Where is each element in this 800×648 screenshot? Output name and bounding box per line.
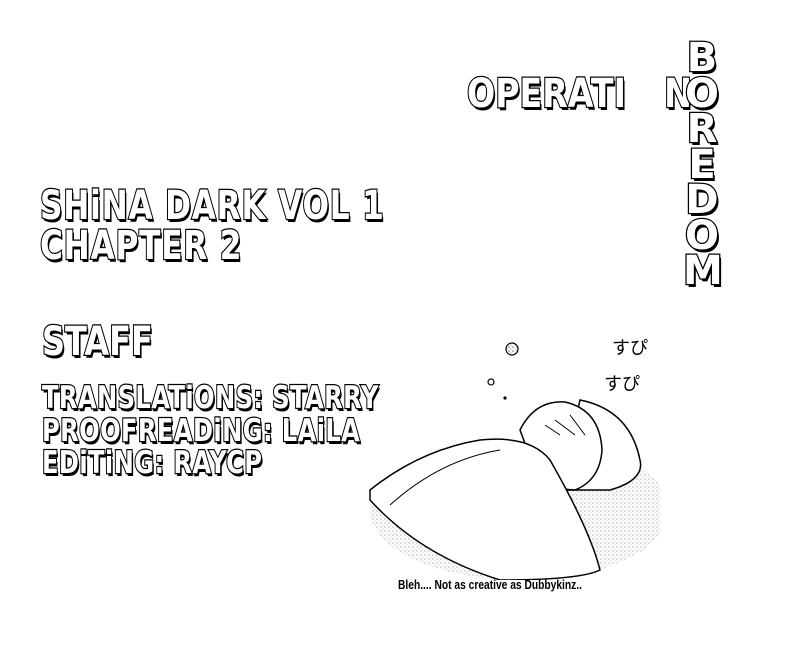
vertical-letter: B <box>686 35 719 81</box>
header-operation: OPERATI N <box>466 71 693 117</box>
hair-lines <box>544 414 586 436</box>
vertical-letter: D <box>684 177 720 223</box>
sfx-sleep-1: すぴ <box>612 338 648 359</box>
title-chapter: CHAPTER 2 <box>39 223 243 269</box>
header-word-start: OPERATI <box>466 71 627 117</box>
vertical-letter: M <box>682 248 724 294</box>
credit-editing: EDiTiNG: RAYCP <box>41 445 263 481</box>
staff-heading: STAFF <box>41 319 154 365</box>
credit-translations: TRANSLATiONS: STARRY <box>41 380 379 416</box>
vertical-letter: O <box>684 70 721 117</box>
illustration-caption: Bleh.... Not as creative as Dubbykinz.. <box>398 578 583 592</box>
bubble-icon <box>503 396 507 400</box>
header-word-end: N <box>663 71 693 117</box>
blanket <box>369 438 601 580</box>
bubble-icon <box>505 342 519 356</box>
sleeping-character-illustration <box>369 342 660 580</box>
vertical-letter: E <box>687 141 717 188</box>
credit-proofreading: PROOFREADiNG: LAiLA <box>41 413 361 449</box>
vertical-letter: R <box>685 106 718 152</box>
title-series-volume: SHiNA DARK VOL 1 <box>39 183 385 229</box>
sfx-sleep-2: すぴ <box>604 374 640 395</box>
header-vertical-boredom: B O R E D O M <box>682 35 724 294</box>
bubble-icon <box>487 378 495 386</box>
blanket-fold <box>389 449 501 506</box>
vertical-letter: O <box>684 212 721 259</box>
